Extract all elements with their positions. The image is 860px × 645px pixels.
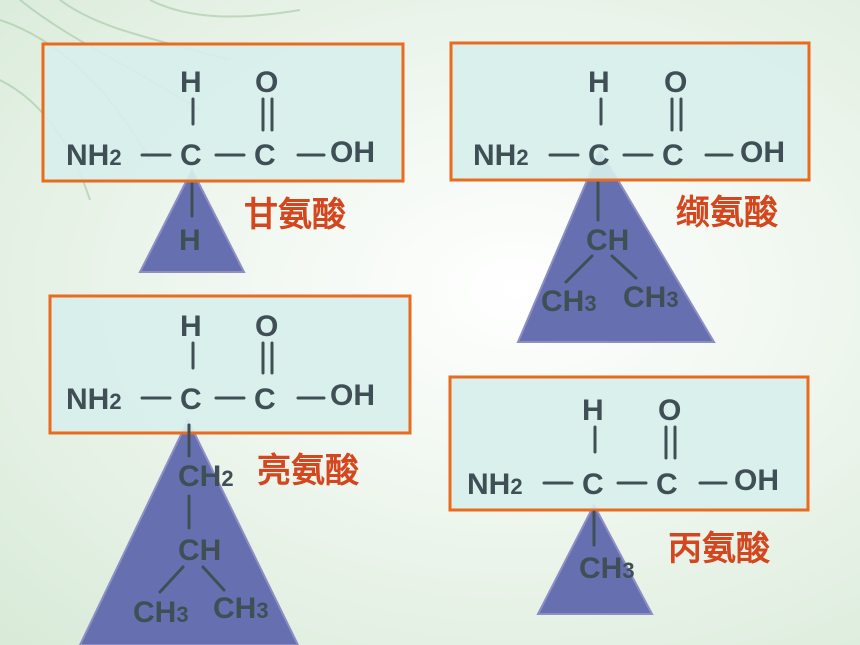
atom-nh2: NH2 <box>473 139 529 172</box>
atom-c-carboxyl: C <box>254 383 276 416</box>
atom-h-side: H <box>179 224 201 257</box>
name-glycine: 甘氨酸 <box>244 195 347 235</box>
atom-ch: CH <box>178 534 221 567</box>
molecule-valine: H O NH2 C C OH CH CH3 CH3 缬氨酸 <box>449 41 811 343</box>
atom-oh: OH <box>740 136 785 169</box>
molecule-leucine: H O NH2 C C OH CH2 CH CH3 CH3 亮氨酸 <box>48 294 412 645</box>
name-leucine: 亮氨酸 <box>257 451 360 491</box>
atom-h: H <box>588 66 610 99</box>
atom-c-carboxyl: C <box>656 468 678 501</box>
name-valine: 缬氨酸 <box>676 193 779 233</box>
atom-ch3-right: CH3 <box>213 592 269 625</box>
name-alanine: 丙氨酸 <box>668 529 771 569</box>
atom-o: O <box>255 310 278 343</box>
atom-oh: OH <box>330 379 375 412</box>
atom-ch3-left: CH3 <box>541 285 597 318</box>
atom-c-carboxyl: C <box>254 139 276 172</box>
molecule-glycine: H O NH2 C C OH H 甘氨酸 <box>41 42 405 273</box>
atom-o: O <box>664 66 687 99</box>
backbone-box <box>41 42 405 183</box>
atom-ch3-right: CH3 <box>623 281 679 314</box>
side-chain-triangle <box>536 502 654 615</box>
atom-nh2: NH2 <box>66 383 122 416</box>
atom-c-alpha: C <box>180 383 202 416</box>
atom-o: O <box>255 66 278 99</box>
atom-ch2: CH2 <box>178 460 234 493</box>
backbone-box <box>449 41 811 182</box>
side-chain-triangle <box>78 417 300 645</box>
atom-ch: CH <box>586 224 629 257</box>
atom-o: O <box>658 394 681 427</box>
atom-ch3: CH3 <box>579 552 635 585</box>
atom-nh2: NH2 <box>467 468 523 501</box>
atom-h: H <box>180 310 202 343</box>
backbone-box <box>48 294 412 435</box>
side-chain-triangle <box>138 167 246 273</box>
atom-h: H <box>582 394 604 427</box>
side-chain-triangle <box>516 147 716 343</box>
atom-c-carboxyl: C <box>662 139 684 172</box>
atom-h: H <box>180 66 202 99</box>
atom-ch3-left: CH3 <box>133 596 189 629</box>
atom-oh: OH <box>734 464 779 497</box>
atom-c-alpha: C <box>180 139 202 172</box>
molecule-alanine: H O NH2 C C OH CH3 丙氨酸 <box>448 375 810 615</box>
atom-oh: OH <box>330 136 375 169</box>
atom-c-alpha: C <box>582 468 604 501</box>
atom-c-alpha: C <box>588 139 610 172</box>
backbone-box <box>448 375 810 512</box>
atom-nh2: NH2 <box>66 139 122 172</box>
